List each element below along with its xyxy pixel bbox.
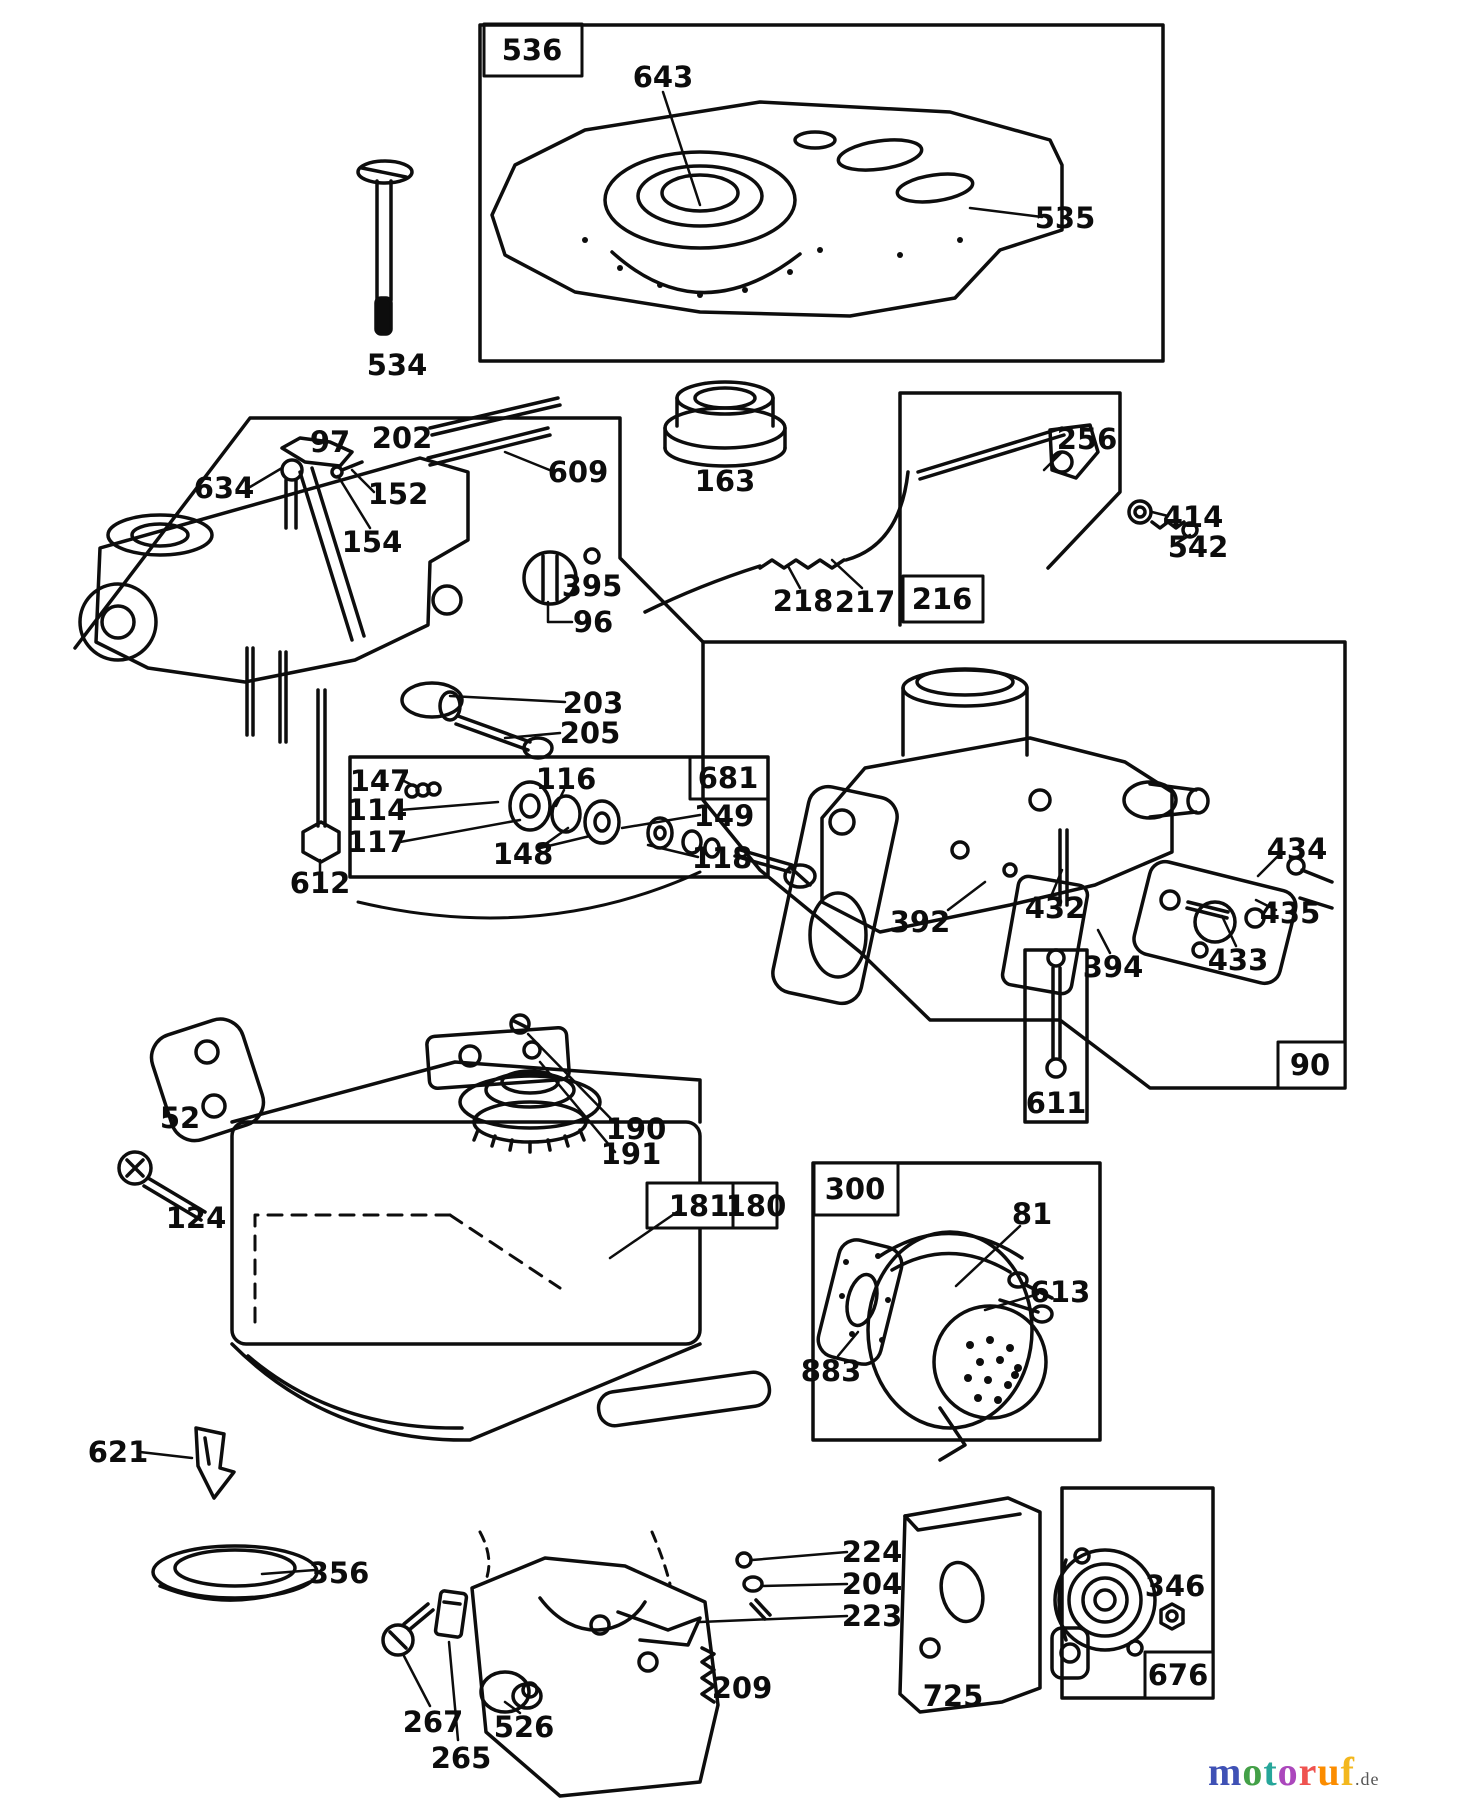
part-label-267: 267	[402, 1705, 464, 1739]
part-label-223: 223	[841, 1599, 903, 1633]
part-label-433: 433	[1207, 943, 1269, 977]
part-label-216: 216	[911, 582, 973, 616]
part-label-52: 52	[159, 1101, 201, 1135]
part-label-147: 147	[349, 764, 411, 798]
part-label-148: 148	[492, 837, 554, 871]
part-725-heat-shield	[898, 1496, 1090, 1714]
watermark-letter: f	[1340, 1749, 1355, 1794]
part-label-432: 432	[1024, 891, 1086, 925]
leader-lines	[138, 90, 1282, 1742]
part-label-191: 191	[600, 1137, 662, 1171]
part-label-265: 265	[430, 1741, 492, 1775]
part-label-414: 414	[1162, 500, 1224, 534]
part-label-534: 534	[366, 348, 428, 382]
part-label-535: 535	[1034, 201, 1096, 235]
part-label-118: 118	[691, 841, 753, 875]
part-label-609: 609	[547, 455, 609, 489]
part-label-300: 300	[824, 1172, 886, 1206]
part-label-202: 202	[371, 421, 433, 455]
group-180-fuel-tank	[230, 1013, 779, 1442]
group-90-carburetor	[701, 640, 1347, 1124]
part-label-218: 218	[772, 584, 834, 618]
part-label-676: 676	[1147, 1658, 1209, 1692]
part-356-seal	[151, 1544, 319, 1602]
watermark-letter: u	[1317, 1749, 1341, 1794]
group-676-flange	[1053, 1486, 1215, 1700]
part-label-124: 124	[165, 1201, 227, 1235]
part-label-395: 395	[561, 569, 623, 603]
part-label-542: 542	[1167, 530, 1229, 564]
part-label-190: 190	[605, 1112, 667, 1146]
part-label-96: 96	[572, 605, 614, 639]
watermark-letter: o	[1242, 1749, 1264, 1794]
watermark-letter: r	[1298, 1749, 1318, 1794]
watermark-letter: o	[1277, 1749, 1299, 1794]
part-label-612: 612	[289, 866, 351, 900]
part-label-204: 204	[841, 1567, 903, 1601]
part-label-621: 621	[87, 1435, 149, 1469]
part-label-209: 209	[711, 1671, 773, 1705]
part-534-screw	[356, 159, 414, 336]
part-label-181: 181	[668, 1189, 730, 1223]
part-label-152: 152	[367, 477, 429, 511]
part-label-163: 163	[694, 464, 756, 498]
part-label-346: 346	[1144, 1569, 1206, 1603]
part-label-613: 613	[1029, 1275, 1091, 1309]
part-label-81: 81	[1011, 1197, 1053, 1231]
part-label-256: 256	[1056, 422, 1118, 456]
part-label-725: 725	[922, 1679, 984, 1713]
part-label-154: 154	[341, 525, 403, 559]
part-label-536: 536	[501, 33, 563, 67]
motoruf-watermark: motoruf.de	[1208, 1748, 1380, 1795]
part-label-224: 224	[841, 1535, 903, 1569]
part-label-90: 90	[1289, 1048, 1331, 1082]
part-label-526: 526	[493, 1710, 555, 1744]
part-label-97: 97	[309, 425, 351, 459]
part-163-bushing	[663, 380, 787, 468]
part-52-gasket	[149, 1017, 266, 1143]
part-label-681: 681	[697, 761, 759, 795]
part-label-435: 435	[1259, 896, 1321, 930]
part-label-117: 117	[346, 825, 408, 859]
part-label-116: 116	[535, 762, 597, 796]
part-label-356: 356	[308, 1556, 370, 1590]
part-label-643: 643	[632, 60, 694, 94]
part-label-180: 180	[725, 1189, 787, 1223]
part-124-bolt	[117, 1150, 207, 1222]
part-label-114: 114	[346, 793, 408, 827]
part-label-392: 392	[889, 905, 951, 939]
group-300-muffler	[811, 1161, 1102, 1462]
part-label-634: 634	[193, 471, 255, 505]
group-536-air-cleaner	[478, 22, 1165, 363]
watermark-suffix: .de	[1355, 1769, 1380, 1789]
part-label-394: 394	[1082, 950, 1144, 984]
watermark-letter: m	[1208, 1749, 1243, 1794]
part-label-434: 434	[1266, 832, 1328, 866]
part-label-883: 883	[800, 1354, 862, 1388]
part-label-149: 149	[693, 799, 755, 833]
group-left-carburetor	[73, 396, 705, 920]
part-label-217: 217	[834, 585, 896, 619]
part-label-203: 203	[562, 686, 624, 720]
part-621-clip	[194, 1426, 236, 1500]
watermark-letter: t	[1263, 1749, 1278, 1794]
part-label-611: 611	[1025, 1086, 1087, 1120]
part-label-205: 205	[559, 716, 621, 750]
group-bottom-bracket	[381, 1530, 772, 1798]
